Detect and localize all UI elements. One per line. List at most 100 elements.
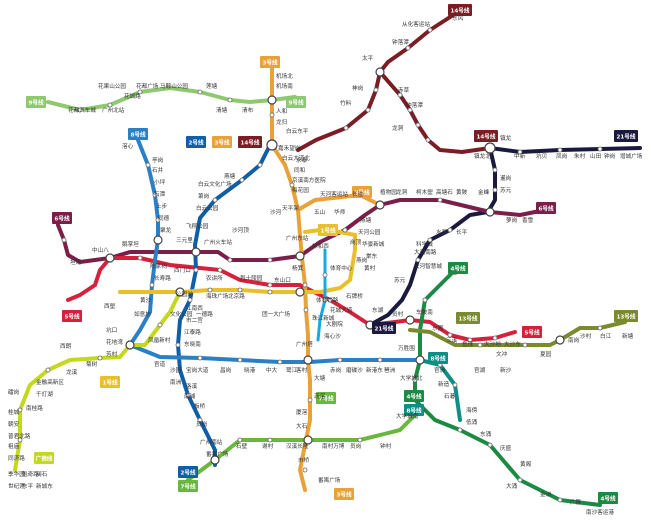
station-label[interactable]: 梅花园 <box>292 186 309 194</box>
line-badge[interactable]: 4号线 <box>448 262 468 274</box>
station-label[interactable]: 石碁 <box>444 392 456 400</box>
station-label[interactable]: 赤草 <box>398 86 410 94</box>
line-badge[interactable]: 14号线 <box>474 130 498 142</box>
station-label[interactable]: 萝岗 <box>506 216 518 224</box>
station-label[interactable]: 西朗 <box>60 342 72 350</box>
station-label[interactable]: 沙村 <box>580 332 592 340</box>
station-label[interactable]: 体育西路 <box>316 296 339 304</box>
station-label[interactable]: 东风 <box>452 14 464 22</box>
station-label[interactable]: 汉溪长隆 <box>286 442 309 450</box>
station-label[interactable]: 黄陂 <box>456 188 468 196</box>
station-label[interactable]: 长平 <box>456 228 468 236</box>
station-label[interactable]: 新造 <box>438 380 450 388</box>
station-label[interactable]: 海傍 <box>466 406 478 414</box>
line-badge[interactable]: 9号线 <box>286 96 306 108</box>
station-dot[interactable] <box>303 435 313 445</box>
station-label[interactable]: 体育中心 <box>330 264 353 272</box>
line-badge[interactable]: 7号线 <box>316 392 336 404</box>
station-label[interactable]: 市二宫 <box>186 316 203 324</box>
station-label[interactable]: 岗顶 <box>350 239 362 246</box>
station-dot[interactable] <box>484 142 496 154</box>
station-label[interactable]: 石井 <box>152 166 164 174</box>
station-label[interactable]: 大沙东 <box>504 340 521 348</box>
station-label[interactable]: 大剧院 <box>326 320 343 328</box>
station-label[interactable]: 广州南站 <box>200 438 223 446</box>
station-label[interactable]: 龙洞 <box>396 188 408 196</box>
station-label[interactable]: 滘心 <box>122 142 134 150</box>
line-badge[interactable]: 5号线 <box>62 310 82 322</box>
station-label[interactable]: 石牌桥 <box>346 292 363 300</box>
station-label[interactable]: 植物园 <box>380 188 397 196</box>
station-label[interactable]: 桂城 <box>8 408 20 416</box>
station-label[interactable]: 三溪 <box>446 336 458 344</box>
station-label[interactable]: 世纪莲 <box>8 482 25 490</box>
station-label[interactable]: 北京路 <box>228 292 245 300</box>
station-label[interactable]: 官湖 <box>474 366 486 374</box>
station-label[interactable]: 天河客运站 <box>320 190 348 198</box>
station-label[interactable]: 石潭 <box>154 190 166 198</box>
station-label[interactable]: 金融高新区 <box>36 378 64 386</box>
station-label[interactable]: 花城大道 <box>330 306 353 314</box>
station-label[interactable]: 坑口 <box>106 326 117 334</box>
station-label[interactable]: 龙溪 <box>66 368 78 376</box>
station-dot[interactable] <box>295 251 305 261</box>
station-label[interactable]: 棠东 <box>366 252 378 260</box>
station-label[interactable]: 嘉禾望岗 <box>278 144 301 152</box>
station-label[interactable]: 官洲 <box>434 366 446 374</box>
station-label[interactable]: 金洲 <box>540 490 552 498</box>
station-label[interactable]: 白云大道北 <box>282 154 310 162</box>
station-label[interactable]: 机场南 <box>276 82 293 90</box>
station-label[interactable]: 山田 <box>590 152 602 160</box>
station-label[interactable]: 宝岗大道 <box>186 366 209 374</box>
station-label[interactable]: 千灯湖 <box>36 390 53 398</box>
line-badge[interactable]: 3号线 <box>260 56 280 68</box>
station-label[interactable]: 东涌 <box>480 430 492 438</box>
station-label[interactable]: 马鞍山公园 <box>160 82 188 90</box>
station-label[interactable]: 柯木塱 <box>416 188 433 196</box>
station-dot[interactable] <box>303 355 313 365</box>
station-label[interactable]: 天平架 <box>282 205 299 212</box>
station-label[interactable]: 华师 <box>334 208 346 216</box>
station-label[interactable]: 苏元 <box>500 186 512 194</box>
station-dot[interactable] <box>191 247 201 257</box>
station-label[interactable]: 增城广场 <box>620 152 643 160</box>
station-label[interactable]: 东平 <box>22 482 34 490</box>
station-label[interactable]: 聚龙 <box>160 226 172 234</box>
station-dot[interactable] <box>405 315 415 325</box>
station-label[interactable]: 科学城 <box>416 240 433 248</box>
station-label[interactable]: 凤凰新村 <box>148 336 171 344</box>
station-label[interactable]: 文冲 <box>496 350 508 358</box>
station-label[interactable]: 长湴 <box>352 190 364 198</box>
station-label[interactable]: 员岗 <box>350 443 362 450</box>
station-label[interactable]: 庆盛 <box>500 444 512 452</box>
station-label[interactable]: 员岗 <box>196 421 208 428</box>
station-label[interactable]: 广州火车站 <box>204 238 232 246</box>
station-label[interactable]: 沙河 <box>270 208 282 216</box>
line-badge[interactable]: 5号线 <box>522 326 542 338</box>
station-label[interactable]: 江泰路 <box>184 328 201 336</box>
line-badge[interactable]: 13号线 <box>456 312 480 324</box>
station-label[interactable]: 林和西 <box>312 242 329 250</box>
line-badge[interactable]: 3号线 <box>352 186 372 198</box>
station-label[interactable]: 魁奇路 <box>22 470 39 478</box>
line-badge[interactable]: 1号线 <box>100 376 120 388</box>
line-badge[interactable]: 8号线 <box>428 352 448 364</box>
station-label[interactable]: 钟落潭 <box>392 38 409 46</box>
station-label[interactable]: 朱村 <box>574 152 586 160</box>
station-label[interactable]: 大学城南 <box>396 412 419 420</box>
line-badge[interactable]: 4号线 <box>404 390 424 402</box>
station-label[interactable]: 沥滘 <box>314 392 326 400</box>
line-badge[interactable]: 21号线 <box>372 322 396 334</box>
station-label[interactable]: 新港东 <box>366 366 383 374</box>
line-badge[interactable]: 3号线 <box>212 136 232 148</box>
line-badge[interactable]: 8号线 <box>404 404 424 416</box>
station-label[interactable]: 上步 <box>156 202 168 210</box>
station-label[interactable]: 京溪南方医院 <box>292 176 326 184</box>
station-label[interactable]: 客村 <box>296 366 308 374</box>
line-badge[interactable]: 广佛线 <box>34 452 54 464</box>
station-label[interactable]: 五山 <box>314 208 325 216</box>
station-label[interactable]: 从化客运站 <box>402 20 430 28</box>
station-label[interactable]: 大学城北 <box>400 374 423 382</box>
station-label[interactable]: 祖庙 <box>8 442 20 450</box>
station-label[interactable]: 南洲 <box>170 378 182 386</box>
